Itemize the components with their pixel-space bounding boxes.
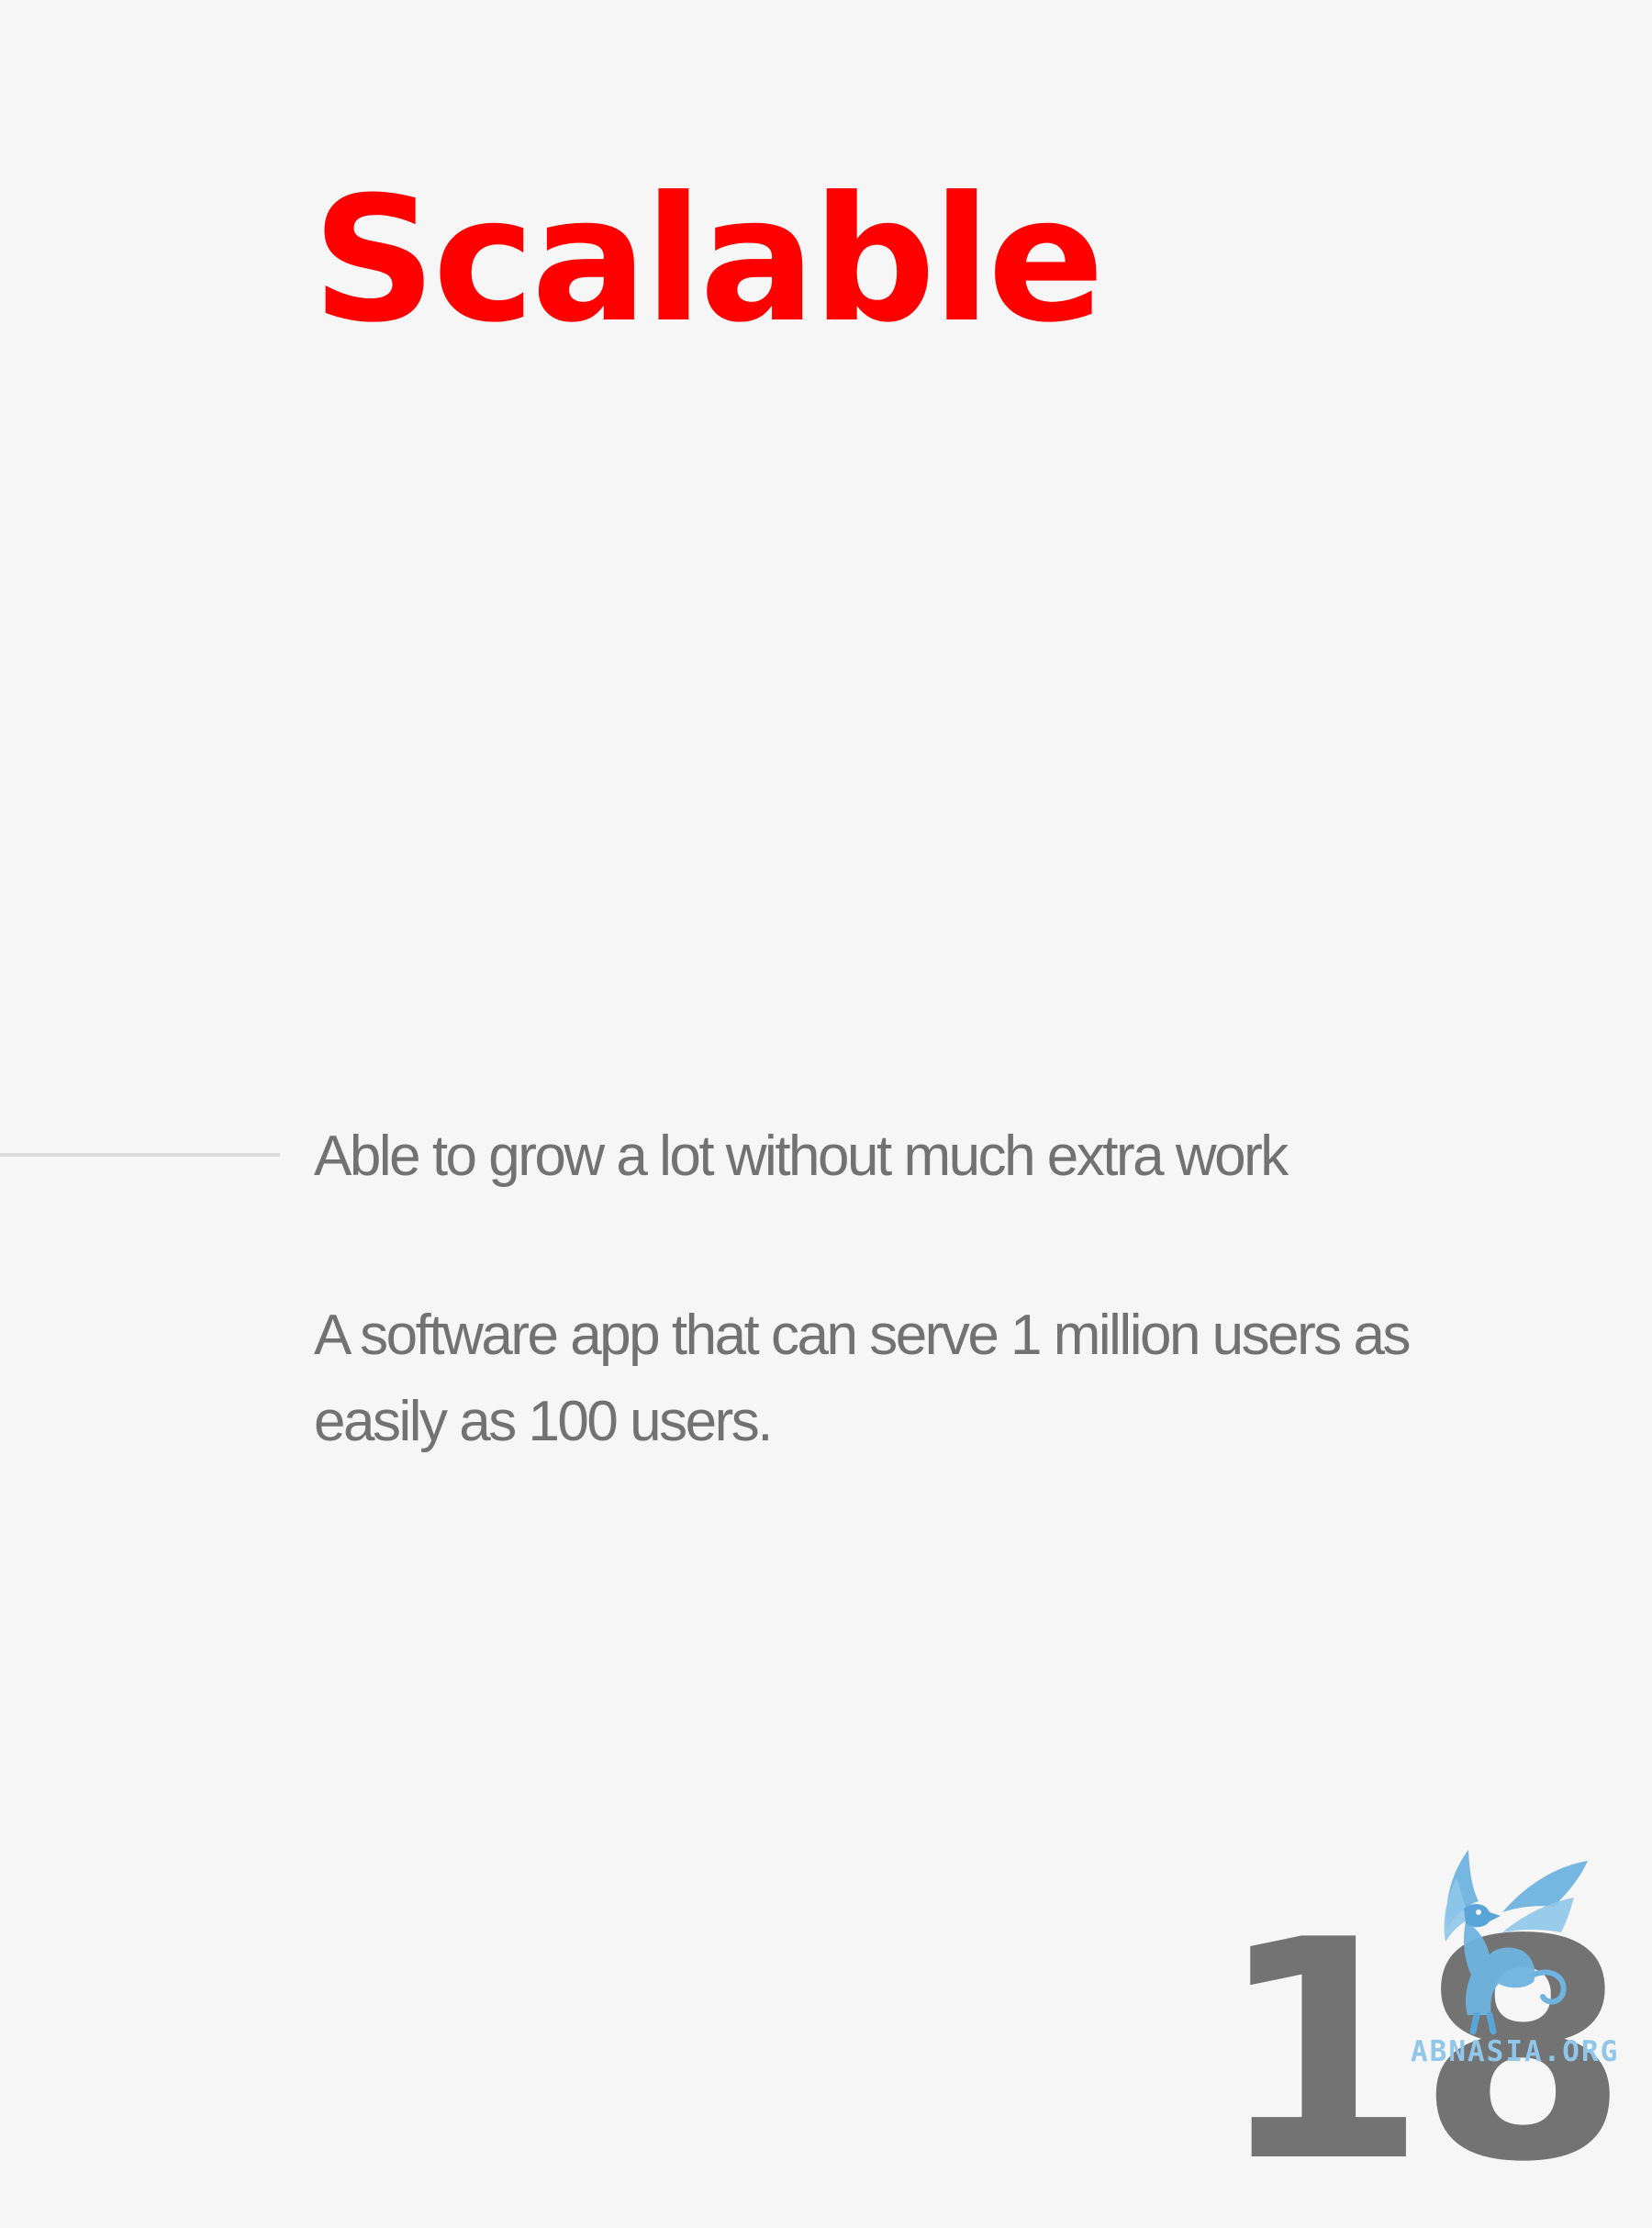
slide-title: Scalable — [312, 160, 1105, 361]
definition-text: Able to grow a lot without much extra wo… — [314, 1125, 1289, 1188]
example-text: A software app that can serve 1 million … — [314, 1304, 1412, 1453]
watermark-text: ABNASIA.ORG — [1411, 2035, 1619, 2066]
slide: Scalable Able to grow a lot without much… — [0, 160, 1652, 2203]
griffin-icon: ABNASIA.ORG — [1411, 1850, 1619, 2066]
divider-line — [0, 1153, 280, 1157]
watermark-logo: ABNASIA.ORG — [1400, 1813, 1652, 2066]
